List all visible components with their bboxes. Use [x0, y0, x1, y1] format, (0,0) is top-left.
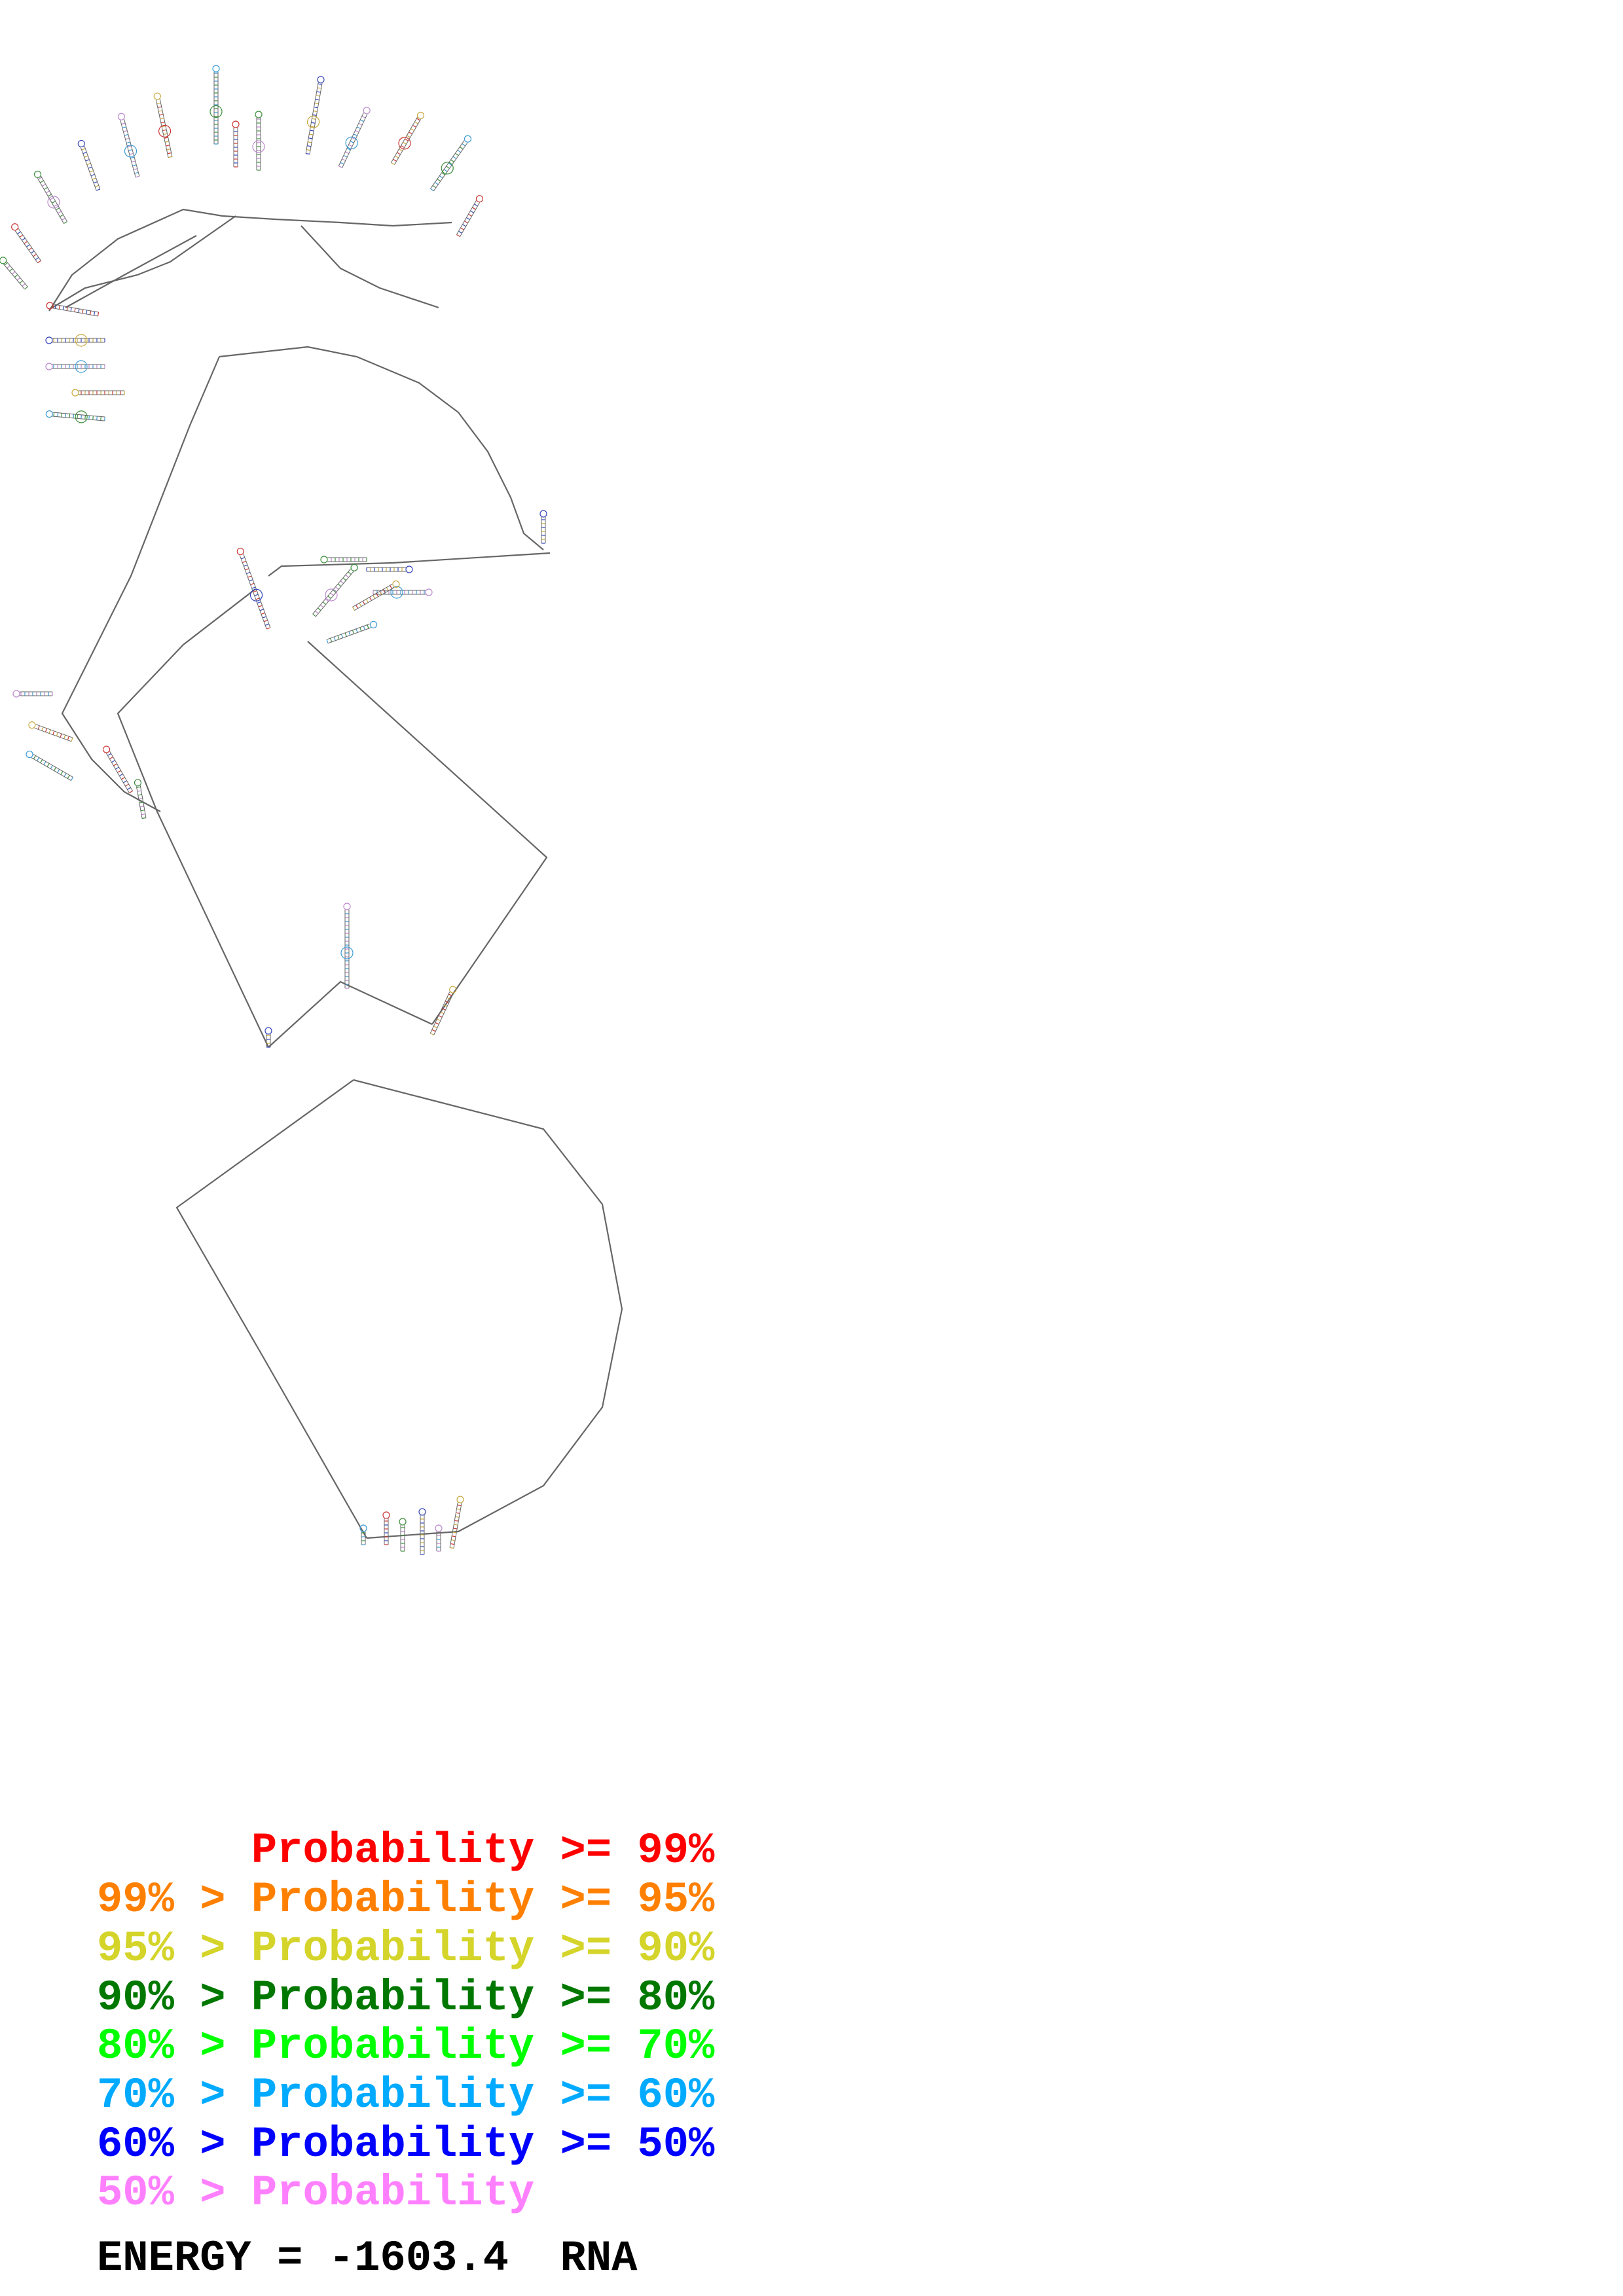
- legend-suffix: >= 80%: [560, 1973, 715, 2022]
- molecule-type: RNA: [560, 2234, 638, 2283]
- backbone-arc-top: [48, 208, 452, 312]
- hairpin-stem: [312, 564, 358, 617]
- hairpin-stem: [429, 986, 457, 1035]
- backbone-link: [268, 552, 551, 577]
- energy-equals: =: [277, 2234, 303, 2283]
- hairpin-stem: [338, 107, 371, 168]
- hairpin-stem: [232, 120, 240, 168]
- legend-label: Probability: [251, 1826, 535, 1875]
- hairpin-stem: [305, 76, 325, 155]
- legend-item: Probability >= 99%: [97, 1826, 715, 1875]
- rna-backbone: [48, 208, 623, 1539]
- hairpin-stem: [382, 1511, 390, 1545]
- hairpin-stem: [539, 510, 547, 544]
- legend-item: 50% >Probability: [97, 2172, 560, 2215]
- hairpin-stem: [102, 745, 134, 794]
- hairpin-stem: [366, 565, 413, 573]
- backbone-right-arm: [301, 225, 439, 309]
- legend-prefix: 80% >: [97, 2022, 226, 2071]
- hairpin-stem: [326, 620, 378, 644]
- hairpin-stem: [0, 257, 28, 290]
- hairpin-stem: [45, 410, 105, 423]
- hairpin-stem: [77, 139, 101, 191]
- hairpin-stem: [236, 547, 271, 630]
- backbone-junction: [268, 980, 433, 1048]
- legend-label: Probability: [251, 2071, 535, 2120]
- hairpin-stem: [418, 1508, 426, 1555]
- hairpin-stem: [352, 580, 400, 611]
- legend-label: Probability: [251, 1875, 535, 1924]
- energy-value: -1603.4: [328, 2234, 509, 2283]
- legend-suffix: >= 60%: [560, 2071, 715, 2120]
- backbone-inner-loop: [117, 588, 269, 1048]
- hairpin-stem: [373, 586, 433, 599]
- legend-item: 80% > Probability >= 70%: [97, 2025, 714, 2068]
- legend-suffix: >= 99%: [560, 1826, 715, 1875]
- hairpin-stem: [435, 1524, 443, 1552]
- hairpin-stem: [430, 135, 472, 192]
- backbone-arc-upper: [219, 346, 544, 550]
- hairpin-stem: [71, 389, 125, 397]
- backbone-arc-mid: [52, 215, 236, 308]
- hairpin-stem: [11, 223, 41, 264]
- legend-item: 60% > Probability >= 50%: [97, 2123, 714, 2166]
- hairpin-stem: [33, 170, 68, 224]
- hairpin-stem: [153, 92, 173, 158]
- hairpin-stem: [340, 903, 354, 989]
- legend-prefix: 90% >: [97, 1973, 226, 2022]
- backbone-bottom-left: [175, 1079, 367, 1539]
- legend-item: 95% >Probability >= 90%: [97, 1928, 714, 1971]
- hairpin-stem: [117, 113, 140, 178]
- hairpin-stem: [28, 721, 73, 742]
- rna-structure-diagram: [0, 65, 623, 1555]
- hairpin-stem: [359, 1524, 367, 1545]
- hairpin-stem: [252, 111, 265, 171]
- legend-suffix: >= 50%: [560, 2120, 715, 2169]
- legend-label: Probability: [251, 1924, 535, 1973]
- hairpin-stem: [320, 556, 367, 564]
- hairpin-stem: [45, 334, 105, 347]
- hairpin-stem: [449, 1496, 464, 1549]
- backbone-left-strand: [61, 356, 221, 812]
- legend-prefix: 50% >: [97, 2168, 226, 2217]
- legend-prefix: 95% >: [97, 1924, 226, 1973]
- hairpin-stem: [390, 111, 425, 166]
- energy-label: ENERGY: [97, 2234, 251, 2283]
- backbone-arc-inner: [65, 235, 197, 308]
- hairpin-stem: [264, 1027, 272, 1048]
- rna-helices: [0, 65, 547, 1555]
- legend-item: 70% > Probability >= 60%: [97, 2074, 714, 2117]
- legend-suffix: >= 95%: [560, 1875, 715, 1924]
- legend-item: 90% >Probability >= 80%: [97, 1977, 714, 2020]
- hairpin-stem: [26, 750, 74, 781]
- hairpin-stem: [12, 690, 53, 698]
- backbone-bottom-right: [353, 1079, 623, 1539]
- legend-suffix: >= 90%: [560, 1924, 715, 1973]
- hairpin-stem: [399, 1518, 407, 1552]
- hairpin-stem: [456, 195, 484, 238]
- legend-label: Probability: [251, 1973, 535, 2022]
- legend-prefix: 60% >: [97, 2120, 226, 2169]
- legend-prefix: 70% >: [97, 2071, 226, 2120]
- hairpin-stem: [46, 302, 100, 317]
- legend-label: Probability: [251, 2168, 535, 2217]
- hairpin-stem: [210, 65, 223, 145]
- backbone-right-strand: [307, 641, 548, 1025]
- energy-readout: ENERGY = -1603.4 RNA: [97, 2237, 637, 2280]
- hairpin-stem: [134, 779, 147, 819]
- legend-suffix: >= 70%: [560, 2022, 715, 2071]
- legend-item: 99% > Probability >= 95%: [97, 1878, 714, 1922]
- legend-prefix: 99% >: [97, 1875, 226, 1924]
- hairpin-stem: [45, 360, 105, 373]
- legend-label: Probability: [251, 2120, 535, 2169]
- legend-label: Probability: [251, 2022, 535, 2071]
